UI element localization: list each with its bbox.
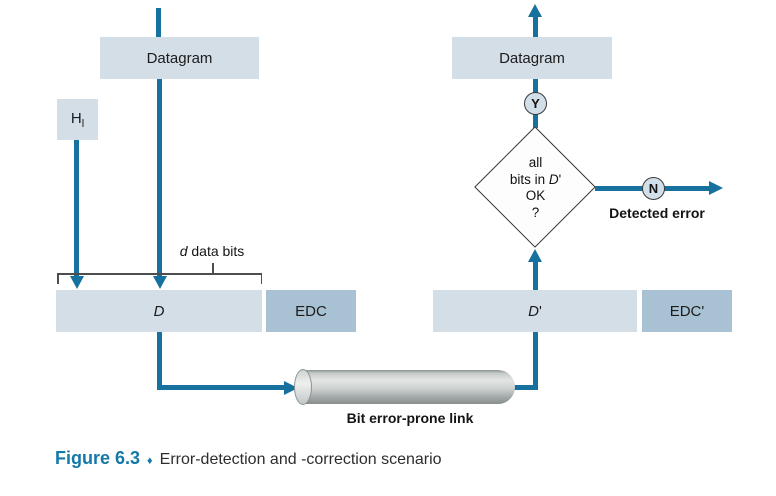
sender-edc-box: EDC xyxy=(266,290,356,332)
sender-d-label: D xyxy=(153,302,165,320)
receiver-datagram-box: Datagram xyxy=(452,37,612,79)
line-from-upper-layer xyxy=(156,8,161,37)
decision-line3: OK xyxy=(525,188,546,203)
yes-circle: Y xyxy=(524,92,547,115)
figure-caption-text: Error-detection and -correction scenario xyxy=(159,451,442,468)
receiver-datagram-label: Datagram xyxy=(499,49,565,67)
sender-datagram-box: Datagram xyxy=(100,37,259,79)
arrowhead-down-header-icon xyxy=(70,276,84,289)
line-header-to-d xyxy=(74,140,79,276)
caption-diamond-icon: ♦ xyxy=(147,455,153,467)
receiver-d-label: D' xyxy=(528,302,542,320)
sender-d-box: D xyxy=(56,290,262,332)
line-datagram-to-d xyxy=(157,79,162,276)
figure-caption: Figure 6.3 ♦ Error-detection and -correc… xyxy=(55,448,442,469)
link-cylinder-cap xyxy=(294,369,312,405)
link-cylinder-body xyxy=(302,370,515,404)
decision-line2: bits in D' xyxy=(509,171,562,187)
no-circle: N xyxy=(642,177,665,200)
detected-error-label: Detected error xyxy=(609,205,705,221)
yes-label: Y xyxy=(531,96,540,111)
line-decision-to-yes xyxy=(533,113,538,128)
arrowhead-up-to-upper-layer-icon xyxy=(528,4,542,17)
decision-line4: ? xyxy=(531,204,540,220)
arrowhead-into-decision-icon xyxy=(528,249,542,262)
line-link-out xyxy=(512,384,538,390)
line-dprime-to-decision xyxy=(533,261,538,290)
no-label: N xyxy=(648,181,659,196)
d-data-bits-label: d data bits xyxy=(179,243,245,259)
link-header-subscript: l xyxy=(81,117,85,130)
decision-text: all bits in D' OK ? xyxy=(475,155,596,221)
decision-line1: all xyxy=(528,155,543,170)
arrowhead-down-datagram-icon xyxy=(153,276,167,289)
link-header-box: Hl xyxy=(57,99,98,140)
line-datagram-to-upper-layer xyxy=(533,16,538,37)
arrowhead-detected-error-icon xyxy=(709,181,723,195)
line-yes-to-datagram xyxy=(533,79,538,93)
line-d-down xyxy=(157,332,162,389)
figure-caption-number: Figure 6.3 xyxy=(55,448,141,468)
receiver-edc-box: EDC' xyxy=(642,290,732,332)
link-header-label: Hl xyxy=(70,109,85,130)
d-bits-bracket xyxy=(57,273,262,275)
receiver-edc-label: EDC' xyxy=(669,302,705,320)
sender-edc-label: EDC xyxy=(295,302,327,320)
line-up-to-dprime xyxy=(533,332,538,390)
d-bits-bracket-right-tick xyxy=(260,273,262,284)
d-bits-bracket-left-tick xyxy=(57,273,59,284)
link-label: Bit error-prone link xyxy=(346,410,474,426)
receiver-d-box: D' xyxy=(433,290,637,332)
d-bits-bracket-pointer-tick xyxy=(212,263,214,273)
line-d-to-link xyxy=(157,384,284,390)
sender-datagram-label: Datagram xyxy=(146,49,213,67)
